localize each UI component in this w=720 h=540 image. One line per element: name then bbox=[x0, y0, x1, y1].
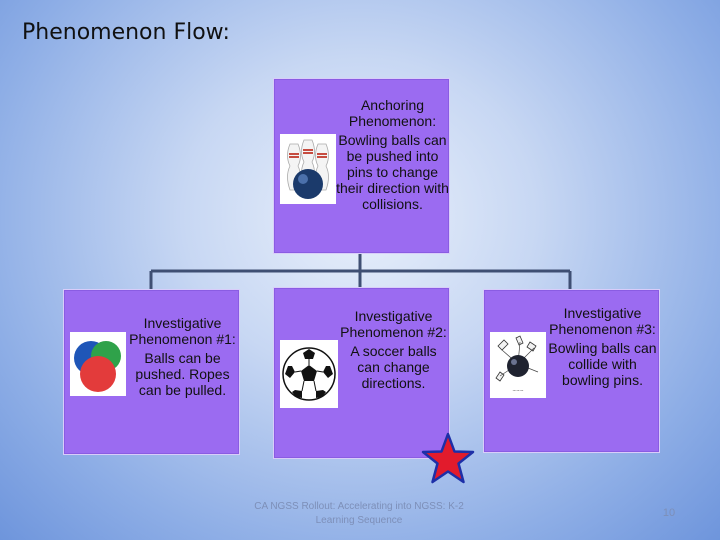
investigative-3-description: Bowling balls can collide with bowling p… bbox=[548, 340, 657, 388]
star-icon bbox=[421, 432, 475, 484]
slide-title: Phenomenon Flow: bbox=[22, 20, 230, 45]
investigative-phenomenon-1-card[interactable]: Investigative Phenomenon #1: Balls can b… bbox=[63, 289, 240, 455]
slide-footer: CA NGSS Rollout: Accelerating into NGSS:… bbox=[254, 501, 464, 526]
investigative-2-text: Investigative Phenomenon #2: A soccer ba… bbox=[338, 308, 449, 391]
investigative-phenomenon-3-card[interactable]: ~~~ Investigative Phenomenon #3: Bowling… bbox=[483, 289, 660, 453]
investigative-3-text: Investigative Phenomenon #3: Bowling bal… bbox=[546, 305, 659, 388]
anchoring-phenomenon-card[interactable]: Anchoring Phenomenon: Bowling balls can … bbox=[273, 78, 450, 254]
investigative-1-heading: Investigative Phenomenon #1: bbox=[129, 315, 236, 347]
investigative-1-description: Balls can be pushed. Ropes can be pulled… bbox=[135, 350, 230, 398]
colored-balls-icon bbox=[70, 332, 126, 396]
soccer-ball-icon bbox=[280, 340, 338, 408]
svg-text:~~~: ~~~ bbox=[512, 389, 524, 394]
anchoring-heading: Anchoring Phenomenon: bbox=[348, 97, 437, 129]
bowling-collision-icon: ~~~ bbox=[490, 332, 546, 398]
investigative-2-description: A soccer balls can change directions. bbox=[350, 343, 437, 391]
page-number: 10 bbox=[662, 507, 676, 519]
bowling-pins-icon bbox=[280, 134, 336, 204]
investigative-phenomenon-2-card[interactable]: Investigative Phenomenon #2: A soccer ba… bbox=[273, 287, 450, 459]
investigative-2-heading: Investigative Phenomenon #2: bbox=[340, 308, 447, 340]
investigative-3-heading: Investigative Phenomenon #3: bbox=[549, 305, 656, 337]
investigative-1-text: Investigative Phenomenon #1: Balls can b… bbox=[126, 315, 239, 398]
anchoring-description: Bowling balls can be pushed into pins to… bbox=[336, 132, 449, 212]
anchoring-text: Anchoring Phenomenon: Bowling balls can … bbox=[336, 97, 449, 212]
